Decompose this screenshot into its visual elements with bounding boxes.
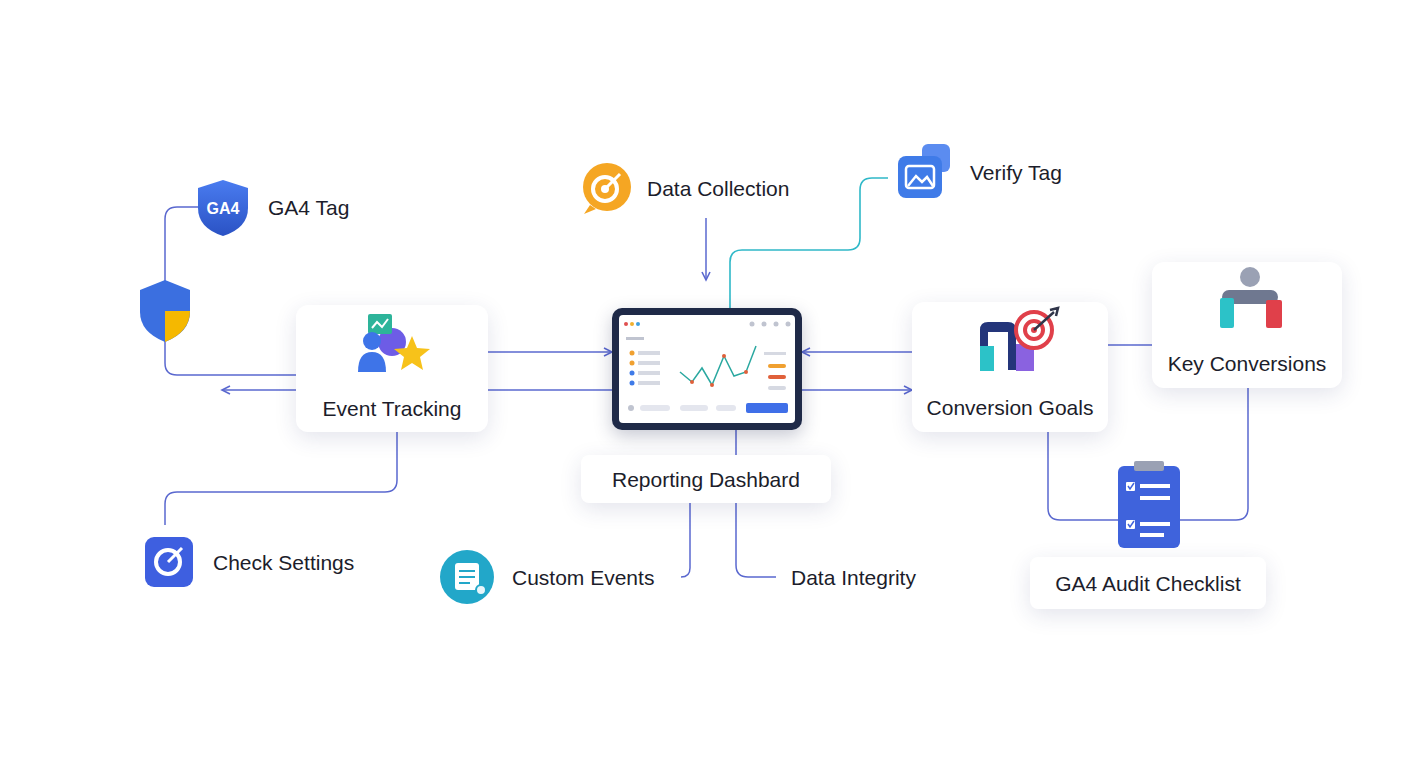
- process-box: Key Conversions: [1152, 262, 1342, 388]
- process-box: Conversion Goals: [912, 302, 1108, 432]
- icon-label: Verify Tag: [970, 160, 1062, 185]
- process-box: GA4 Audit Checklist: [1118, 466, 1180, 548]
- custom-events-icon: [440, 550, 494, 604]
- leader-line: [736, 430, 776, 577]
- node-text: Conversion Goals: [912, 395, 1108, 420]
- connector: [1108, 344, 1152, 346]
- tag-shield: GA4GA4 Tag: [198, 180, 248, 236]
- icon-label: Custom Events: [512, 565, 654, 590]
- label-card: GA4 Audit Checklist: [1030, 557, 1266, 609]
- connector: [802, 351, 912, 353]
- process-box: Reporting Dashbard: [612, 308, 802, 430]
- node-text: GA4 Tag: [268, 195, 349, 220]
- node-text: GA4 Audit Checklist: [1055, 571, 1241, 596]
- connector: [1180, 388, 1248, 520]
- data-collection-icon: [583, 163, 631, 214]
- leader-arrow: [222, 389, 296, 391]
- node-text: GA4: [198, 196, 248, 221]
- node-text: Key Conversions: [1152, 351, 1342, 376]
- leader-line: [165, 432, 397, 525]
- verify-tag-icon: [898, 144, 950, 198]
- leader-arrow: [705, 218, 707, 280]
- connector: [488, 351, 612, 353]
- connector: [165, 207, 296, 375]
- check-settings-icon: [145, 537, 193, 587]
- connector: [488, 389, 612, 391]
- node-text: Reporting Dashbard: [612, 467, 800, 492]
- process-box: Event Tracking: [296, 305, 488, 432]
- leader-line: [681, 503, 690, 577]
- label-card: Reporting Dashbard: [581, 455, 831, 503]
- icon-label: Check Settings: [213, 550, 354, 575]
- connector: [802, 389, 912, 391]
- icon-label: Data Collection: [647, 176, 789, 201]
- connector: [1048, 432, 1118, 520]
- node-text: Event Tracking: [296, 396, 488, 421]
- icon-label: Data Integrity: [791, 565, 916, 590]
